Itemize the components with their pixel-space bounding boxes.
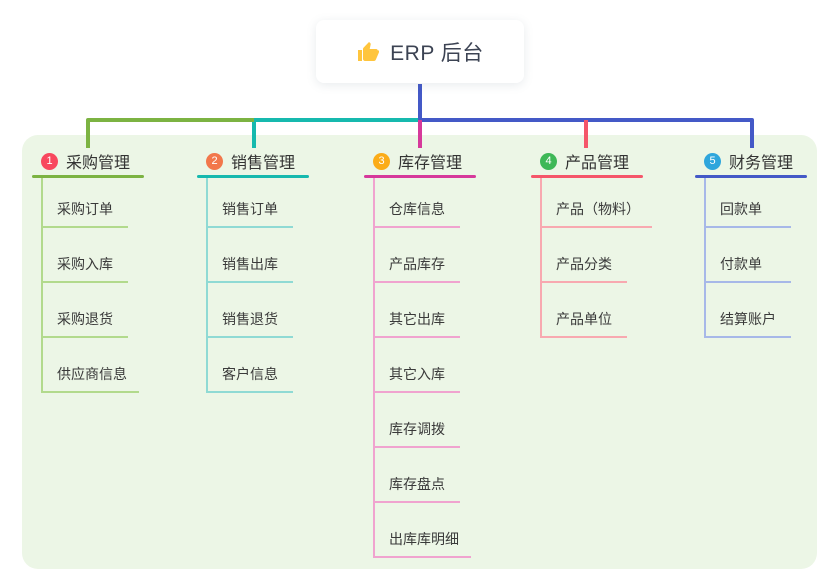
branch-number-badge: 4	[540, 152, 557, 170]
mindmap-node[interactable]: 出库库明细	[375, 503, 471, 558]
node-label: 回款单	[720, 201, 762, 217]
branch-sales-header[interactable]: 2 销售管理	[197, 149, 309, 173]
branch-product: 4 产品管理 产品（物料） 产品分类 产品单位	[531, 149, 652, 338]
node-label: 采购退货	[57, 311, 113, 327]
branch-number-badge: 5	[704, 152, 721, 170]
branch-inventory-header[interactable]: 3 库存管理	[364, 149, 476, 173]
node-label: 仓库信息	[389, 201, 445, 217]
mindmap-node[interactable]: 销售退货	[208, 283, 293, 338]
mindmap-node[interactable]: 产品单位	[542, 283, 627, 338]
mindmap-node[interactable]: 销售订单	[208, 178, 293, 228]
node-label: 产品分类	[556, 256, 612, 272]
root-node[interactable]: ERP 后台	[316, 20, 524, 83]
branch-number-badge: 3	[373, 152, 390, 170]
mindmap-node[interactable]: 其它入库	[375, 338, 460, 393]
branch-procurement: 1 采购管理 采购订单 采购入库 采购退货 供应商信息	[32, 149, 144, 393]
node-label: 采购订单	[57, 201, 113, 217]
branch-title-label: 财务管理	[729, 155, 794, 172]
branch-title-label: 库存管理	[398, 155, 463, 172]
mindmap-panel	[22, 135, 817, 569]
mindmap-node[interactable]: 其它出库	[375, 283, 460, 338]
root-node-title: ERP 后台	[390, 41, 484, 65]
branch-title-label: 产品管理	[565, 155, 630, 172]
mindmap-node[interactable]: 付款单	[706, 228, 791, 283]
mindmap-node[interactable]: 库存盘点	[375, 448, 460, 503]
mindmap-node[interactable]: 产品分类	[542, 228, 627, 283]
mindmap-node[interactable]: 库存调拨	[375, 393, 460, 448]
node-label: 其它入库	[389, 366, 445, 382]
mindmap-node[interactable]: 产品库存	[375, 228, 460, 283]
mindmap-node[interactable]: 供应商信息	[43, 338, 139, 393]
branch-inventory: 3 库存管理 仓库信息 产品库存 其它出库 其它入库 库存调拨 库存盘点 出库库…	[364, 149, 476, 558]
branch-sales: 2 销售管理 销售订单 销售出库 销售退货 客户信息	[197, 149, 309, 393]
node-label: 供应商信息	[57, 366, 127, 382]
mindmap-node[interactable]: 采购订单	[43, 178, 128, 228]
node-label: 付款单	[720, 256, 762, 272]
branch-title-label: 采购管理	[66, 155, 131, 172]
branch-children: 销售订单 销售出库 销售退货 客户信息	[206, 178, 309, 393]
branch-number-badge: 1	[41, 152, 58, 170]
branch-underline	[695, 175, 807, 178]
thumbs-up-icon	[356, 40, 380, 64]
node-label: 销售出库	[222, 256, 278, 272]
mindmap-node[interactable]: 客户信息	[208, 338, 293, 393]
mindmap-node[interactable]: 采购入库	[43, 228, 128, 283]
branch-number-badge: 2	[206, 152, 223, 170]
node-label: 客户信息	[222, 366, 278, 382]
node-label: 其它出库	[389, 311, 445, 327]
node-label: 结算账户	[720, 311, 776, 327]
branch-children: 采购订单 采购入库 采购退货 供应商信息	[41, 178, 144, 393]
node-label: 出库库明细	[389, 531, 459, 547]
branch-finance: 5 财务管理 回款单 付款单 结算账户	[695, 149, 807, 338]
node-label: 销售退货	[222, 311, 278, 327]
branch-finance-header[interactable]: 5 财务管理	[695, 149, 807, 173]
branch-procurement-header[interactable]: 1 采购管理	[32, 149, 144, 173]
node-label: 库存盘点	[389, 476, 445, 492]
mindmap-node[interactable]: 销售出库	[208, 228, 293, 283]
branch-underline	[197, 175, 309, 178]
mindmap-node[interactable]: 产品（物料）	[542, 178, 652, 228]
branch-product-header[interactable]: 4 产品管理	[531, 149, 643, 173]
node-label: 库存调拨	[389, 421, 445, 437]
mindmap-node[interactable]: 结算账户	[706, 283, 791, 338]
mindmap-node[interactable]: 采购退货	[43, 283, 128, 338]
mindmap-node[interactable]: 仓库信息	[375, 178, 460, 228]
branch-children: 仓库信息 产品库存 其它出库 其它入库 库存调拨 库存盘点 出库库明细	[373, 178, 476, 558]
node-label: 销售订单	[222, 201, 278, 217]
node-label: 产品单位	[556, 311, 612, 327]
node-label: 产品库存	[389, 256, 445, 272]
branch-underline	[531, 175, 643, 178]
branch-children: 回款单 付款单 结算账户	[704, 178, 807, 338]
mindmap-node[interactable]: 回款单	[706, 178, 791, 228]
branch-underline	[32, 175, 144, 178]
branch-title-label: 销售管理	[231, 155, 296, 172]
branch-underline	[364, 175, 476, 178]
node-label: 产品（物料）	[556, 201, 640, 217]
branch-children: 产品（物料） 产品分类 产品单位	[540, 178, 652, 338]
node-label: 采购入库	[57, 256, 113, 272]
